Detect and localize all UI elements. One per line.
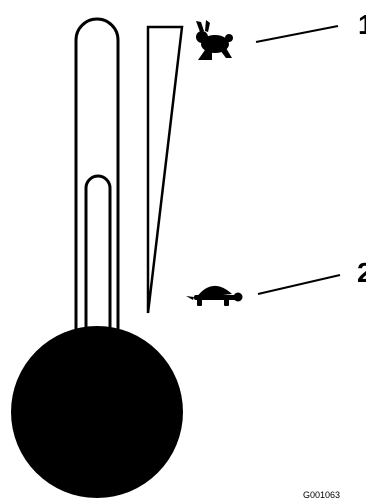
lever-slot-outer [76,19,118,350]
turtle-icon [186,286,243,306]
callout-2-number: 2 [357,257,366,288]
figure-code: G001063 [303,490,340,500]
speed-wedge [148,27,182,313]
callout-1-number: 1 [358,9,366,40]
callout-1-leader [256,26,338,42]
rabbit-icon [196,20,233,60]
callout-2-leader [258,275,340,294]
throttle-knob [11,326,183,498]
lever-slot-inner [86,176,110,350]
